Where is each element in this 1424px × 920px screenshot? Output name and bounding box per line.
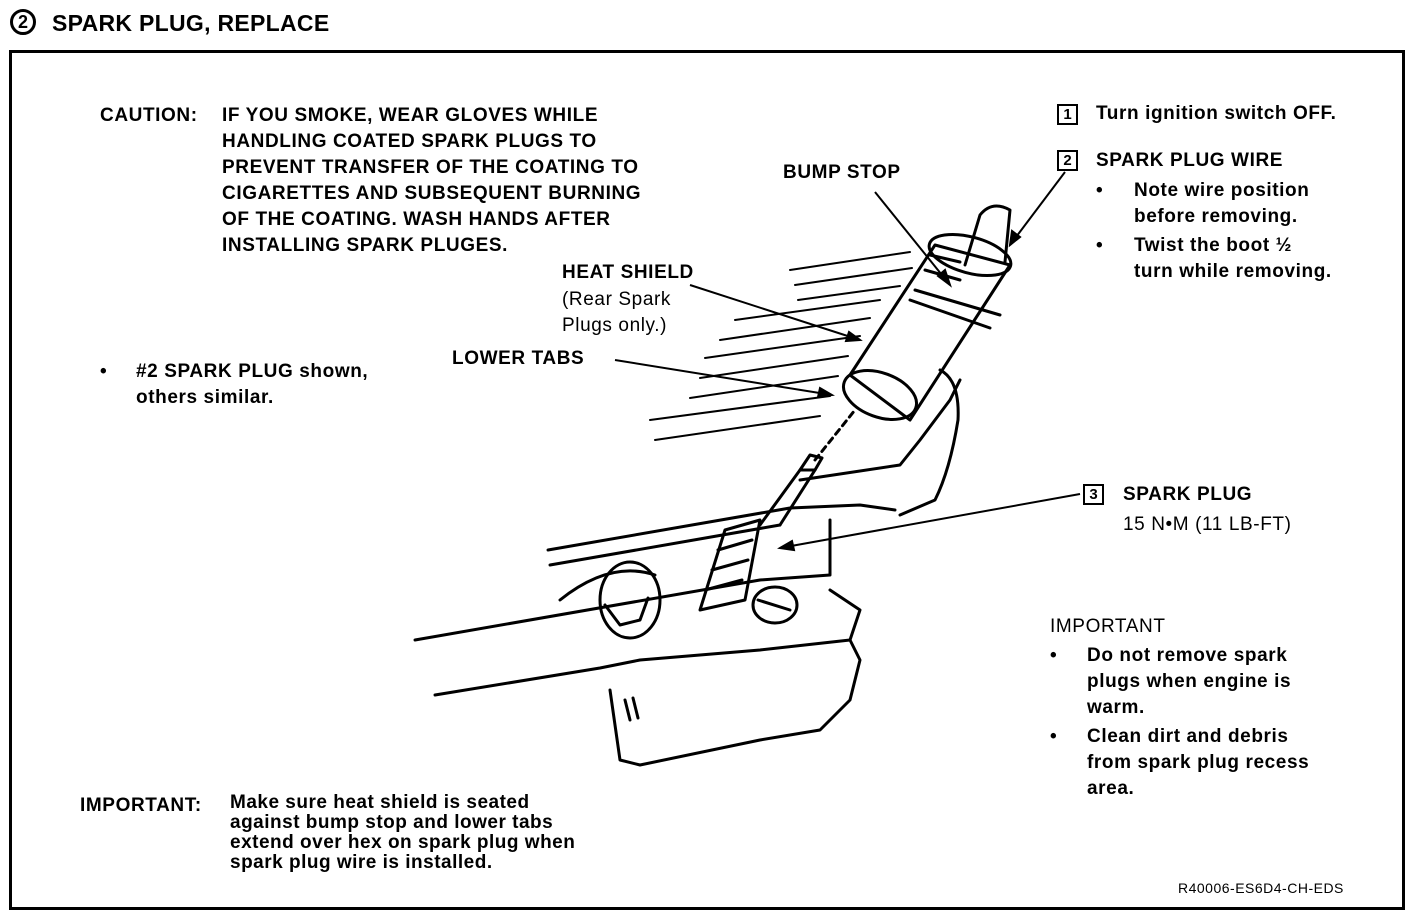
- caution-line: CIGARETTES AND SUBSEQUENT BURNING: [222, 183, 642, 204]
- important-line: Clean dirt and debris: [1087, 726, 1289, 747]
- step-2-text: SPARK PLUG WIRE: [1096, 150, 1284, 171]
- shown-note: #2 SPARK PLUG shown, others similar.: [136, 359, 368, 411]
- diagram-frame: [9, 50, 1405, 910]
- important-bottom-line: spark plug wire is installed.: [230, 852, 493, 873]
- important-bottom-text: Make sure heat shield is seated against …: [230, 793, 575, 873]
- wire-note-line: turn while removing.: [1134, 261, 1332, 282]
- heat-shield-note-line: Plugs only.): [562, 315, 668, 336]
- step-3-torque-spec: 15 N•M (11 LB-FT): [1123, 514, 1292, 535]
- caution-line: INSTALLING SPARK PLUGES.: [222, 235, 509, 256]
- step-3-box: 3: [1083, 484, 1104, 505]
- important-line: area.: [1087, 778, 1135, 799]
- step-3-text: SPARK PLUG: [1123, 484, 1253, 505]
- wire-note-line: Note wire position: [1134, 180, 1310, 201]
- wire-note-line: Twist the boot ½: [1134, 235, 1293, 256]
- recess-bolt: [751, 585, 799, 625]
- heat-shield-note: (Rear Spark Plugs only.): [562, 287, 671, 339]
- important-line: Do not remove spark: [1087, 645, 1288, 666]
- step-1-text: Turn ignition switch OFF.: [1096, 103, 1337, 124]
- caution-text: IF YOU SMOKE, WEAR GLOVES WHILE HANDLING…: [222, 103, 641, 259]
- step-2-box: 2: [1057, 150, 1078, 171]
- spark-plug-body: [698, 518, 762, 612]
- caution-line: IF YOU SMOKE, WEAR GLOVES WHILE: [222, 105, 599, 126]
- heat-shield-label: HEAT SHIELD: [562, 262, 694, 283]
- caution-line: HANDLING COATED SPARK PLUGS TO: [222, 131, 597, 152]
- shown-note-line: others similar.: [136, 387, 274, 408]
- caution-label: CAUTION:: [100, 105, 198, 126]
- wire-note-bullet: •: [1096, 180, 1104, 201]
- lower-tabs-label: LOWER TABS: [452, 348, 585, 369]
- figure-code: R40006-ES6D4-CH-EDS: [1178, 880, 1344, 896]
- cylinder-head-outline: [413, 518, 832, 642]
- spark-plug-wire: [963, 204, 1012, 267]
- step-number-circle: 2: [10, 9, 36, 35]
- wire-note-bullet: •: [1096, 235, 1104, 256]
- important-bullet: •: [1050, 645, 1058, 666]
- page-title: SPARK PLUG, REPLACE: [52, 10, 330, 36]
- plug-boss-left: [598, 560, 662, 640]
- important-item-2: Clean dirt and debris from spark plug re…: [1087, 724, 1309, 802]
- wire-note-line: before removing.: [1134, 206, 1298, 227]
- important-bottom-line: extend over hex on spark plug when: [230, 832, 576, 853]
- important-bottom-label: IMPORTANT:: [80, 795, 202, 816]
- heat-shield-note-line: (Rear Spark: [562, 289, 672, 310]
- bump-stop-label: BUMP STOP: [783, 162, 901, 183]
- important-bullet: •: [1050, 726, 1058, 747]
- important-heading: IMPORTANT: [1050, 616, 1166, 637]
- important-line: warm.: [1087, 697, 1145, 718]
- caution-line: PREVENT TRANSFER OF THE COATING TO: [222, 157, 639, 178]
- step-1-box: 1: [1057, 104, 1078, 125]
- caution-line: OF THE COATING. WASH HANDS AFTER: [222, 209, 611, 230]
- wire-note-1: Note wire position before removing.: [1134, 178, 1309, 230]
- shown-note-bullet: •: [100, 361, 108, 382]
- important-line: plugs when engine is: [1087, 671, 1292, 692]
- important-item-1: Do not remove spark plugs when engine is…: [1087, 643, 1291, 721]
- important-bottom-line: Make sure heat shield is seated: [230, 792, 530, 813]
- shown-note-line: #2 SPARK PLUG shown,: [136, 361, 369, 382]
- important-bottom-line: against bump stop and lower tabs: [230, 812, 554, 833]
- wire-note-2: Twist the boot ½ turn while removing.: [1134, 233, 1332, 285]
- valve-cover-hatching: [649, 251, 913, 441]
- important-line: from spark plug recess: [1087, 752, 1310, 773]
